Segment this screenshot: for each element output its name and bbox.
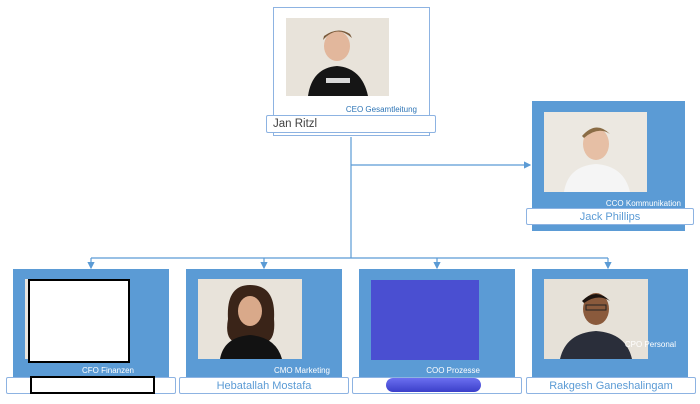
coo-name-redaction bbox=[386, 378, 481, 392]
ceo-photo bbox=[286, 18, 389, 96]
cpo-name-box: Rakgesh Ganeshalingam bbox=[526, 377, 696, 394]
cpo-name: Rakgesh Ganeshalingam bbox=[549, 379, 673, 392]
cmo-name: Hebatallah Mostafa bbox=[216, 379, 312, 392]
cfo-photo-redaction bbox=[28, 279, 130, 363]
cco-role: CCO Kommunikation bbox=[605, 199, 681, 208]
cmo-card: CMO Marketing bbox=[186, 269, 342, 393]
ceo-name: Jan Ritzl bbox=[273, 118, 318, 130]
cpo-card: CPO Personal bbox=[532, 269, 688, 393]
cmo-photo bbox=[198, 279, 302, 359]
cfo-card: CFO Finanzen bbox=[13, 269, 169, 393]
person-photo-icon bbox=[198, 279, 302, 359]
person-photo-icon bbox=[544, 279, 648, 359]
cfo-role: CFO Finanzen bbox=[81, 366, 134, 375]
cmo-role: CMO Marketing bbox=[273, 366, 330, 375]
cpo-photo bbox=[544, 279, 648, 359]
ceo-name-box: Jan Ritzl bbox=[266, 115, 436, 133]
coo-photo-redaction bbox=[371, 280, 479, 360]
cco-photo bbox=[544, 112, 647, 192]
cmo-name-box: Hebatallah Mostafa bbox=[179, 377, 349, 394]
coo-role: COO Prozesse bbox=[426, 366, 480, 375]
cpo-role: CPO Personal bbox=[624, 340, 676, 349]
cco-name-box: Jack Phillips bbox=[526, 208, 694, 225]
ceo-role: CEO Gesamtleitung bbox=[345, 105, 417, 114]
ceo-card: CEO Gesamtleitung bbox=[273, 7, 430, 136]
person-photo-icon bbox=[286, 18, 389, 96]
cco-name: Jack Phillips bbox=[579, 210, 641, 223]
coo-card: COO Prozesse bbox=[359, 269, 515, 393]
person-photo-icon bbox=[544, 112, 647, 192]
cfo-name-redaction bbox=[30, 376, 155, 394]
